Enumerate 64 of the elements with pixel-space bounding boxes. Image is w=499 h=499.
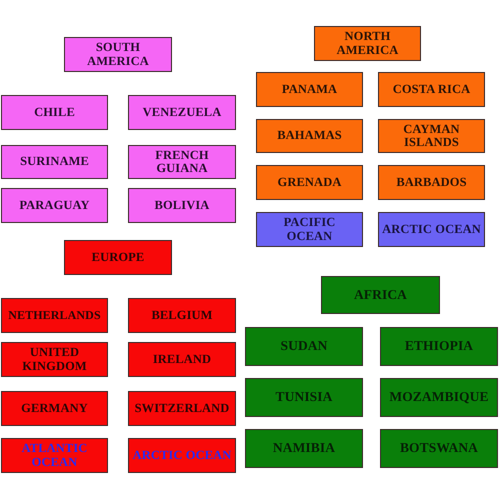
- continent-box: [64, 37, 172, 72]
- country-box: [380, 429, 498, 468]
- country-box: [256, 165, 363, 200]
- country-box: [128, 342, 236, 377]
- country-box: [128, 391, 236, 426]
- country-box: [128, 95, 236, 130]
- country-box: [245, 378, 363, 417]
- continent-name: SOUTH AMERICA: [86, 41, 150, 68]
- country-box: [1, 342, 108, 377]
- country-box: [380, 378, 498, 417]
- country-box: [1, 188, 108, 223]
- country-name: PARAGUAY: [19, 198, 90, 212]
- country-name: PANAMA: [282, 82, 338, 96]
- country-box: [380, 327, 498, 366]
- country-box: [128, 298, 236, 333]
- continent-name: EUROPE: [92, 250, 144, 264]
- country-name: SUDAN: [280, 339, 328, 354]
- ocean-box: [256, 212, 363, 247]
- country-name: NETHERLANDS: [8, 309, 101, 322]
- continent-name: AFRICA: [354, 288, 408, 302]
- country-box: [256, 119, 363, 153]
- country-name: COSTA RICA: [392, 82, 470, 96]
- country-name: TUNISIA: [276, 390, 332, 405]
- country-name: SURINAME: [20, 155, 89, 169]
- country-name: BAHAMAS: [277, 129, 342, 143]
- country-box: [245, 429, 363, 468]
- country-name: BARBADOS: [396, 176, 467, 190]
- country-box: [378, 72, 485, 107]
- ocean-box: [378, 212, 485, 247]
- continent-box: [314, 26, 421, 61]
- country-box: [1, 298, 108, 333]
- ocean-name: PACIFIC OCEAN: [282, 216, 336, 243]
- ocean-name: ARCTIC OCEAN: [132, 448, 232, 462]
- country-name: CHILE: [34, 106, 75, 120]
- country-box: [378, 165, 485, 200]
- continent-box: [321, 276, 440, 314]
- country-name: BOLIVIA: [154, 198, 210, 212]
- country-box: [245, 327, 363, 366]
- country-box: [378, 119, 485, 153]
- country-name: FRENCH GUIANA: [154, 148, 210, 176]
- ocean-name: ATLANTIC OCEAN: [20, 442, 88, 469]
- country-name: BELGIUM: [151, 308, 213, 322]
- continent-name: NORTH AMERICA: [336, 30, 400, 57]
- country-name: GRENADA: [278, 176, 342, 190]
- country-name: CAYMAN ISLANDS: [402, 122, 461, 150]
- ocean-box: [1, 438, 108, 473]
- country-name: ETHIOPIA: [404, 339, 474, 354]
- country-name: IRELAND: [152, 352, 212, 366]
- country-name: BOTSWANA: [400, 441, 478, 456]
- country-name: GERMANY: [21, 402, 88, 416]
- country-name: UNITED KINGDOM: [21, 346, 88, 373]
- country-name: VENEZUELA: [142, 106, 222, 120]
- country-name: MOZAMBIQUE: [389, 390, 489, 405]
- country-name: NAMIBIA: [272, 441, 336, 456]
- country-box: [256, 72, 363, 107]
- country-box: [1, 391, 108, 426]
- country-box: [128, 145, 236, 179]
- country-box: [1, 145, 108, 179]
- country-box: [1, 95, 108, 130]
- country-box: [128, 188, 236, 223]
- ocean-name: ARCTIC OCEAN: [382, 222, 481, 236]
- ocean-box: [128, 438, 236, 473]
- country-name: SWITZERLAND: [134, 402, 230, 416]
- continent-box: [64, 240, 172, 275]
